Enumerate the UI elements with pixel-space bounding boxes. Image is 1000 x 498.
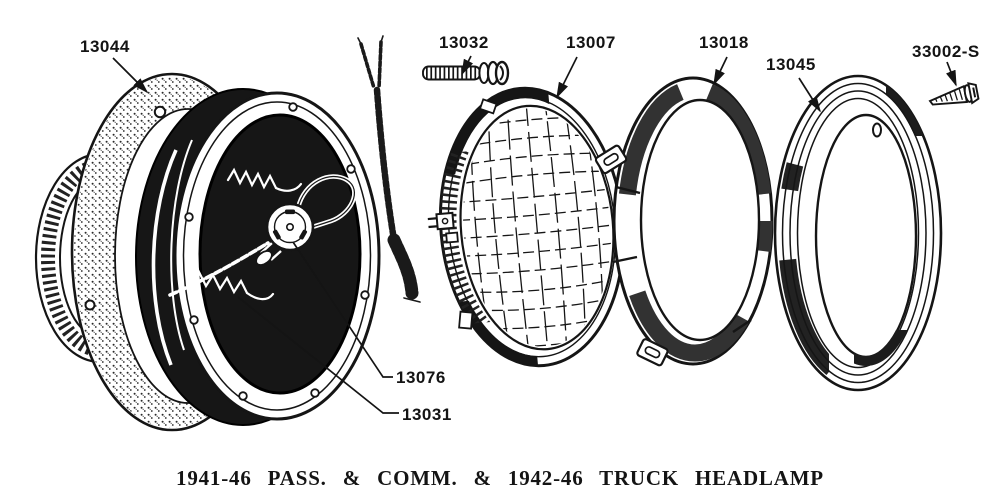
wiring-harness-illustration [357,35,421,303]
sealed-beam-illustration [427,86,625,368]
part-label-body-gasket: 13044 [80,37,130,56]
leader-lines [112,55,957,414]
retaining-ring-illustration [594,76,774,367]
part-label-mounting-screw: 13032 [439,33,489,52]
bezel-screw-illustration [928,82,980,106]
part-label-sealed-beam: 13007 [566,33,616,52]
bulb-wire-loop-illustration [295,174,357,232]
part-label-retaining-ring: 13018 [699,33,749,52]
door-bezel-illustration [773,74,943,392]
bulb-socket-illustration [255,202,315,266]
part-label-bulb-socket: 13076 [396,368,446,387]
figure-caption: 1941-46 PASS. & COMM. & 1942-46 TRUCK HE… [176,466,824,490]
beam-terminal-lug [427,211,459,244]
adjusting-spring-illustration [168,167,303,301]
ring-tab-lower [636,338,669,367]
part-label-spring: 13031 [402,405,452,424]
part-label-bezel-screw: 33002-S [912,42,980,61]
ring-tab-upper [594,144,628,175]
part-label-door-bezel: 13045 [766,55,816,74]
